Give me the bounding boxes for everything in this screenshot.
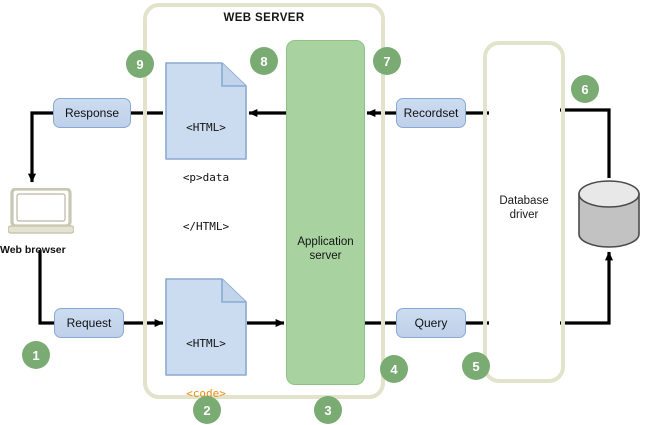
doc-line: <HTML> <box>186 121 226 134</box>
arrow-dbdriver-to-database <box>560 251 613 325</box>
document-shape-icon <box>165 62 247 160</box>
database-driver-container <box>483 41 565 383</box>
step-badge-2[interactable]: 2 <box>193 396 221 424</box>
database-driver-label: Database driver <box>483 194 565 222</box>
step-badge-9[interactable]: 9 <box>126 50 154 78</box>
arrow-browser-to-request <box>38 250 54 325</box>
laptop-icon <box>7 187 75 234</box>
arrow-response-to-browser <box>28 111 53 183</box>
step-badge-6[interactable]: 6 <box>571 75 599 103</box>
recordset-node[interactable]: Recordset <box>396 98 466 128</box>
step-badge-7[interactable]: 7 <box>373 47 401 75</box>
html-response-document-text: <HTML> <p>data </HTML> <box>165 87 247 269</box>
doc-line-code: <code> <box>186 386 226 400</box>
application-server-label-line1: Application <box>297 236 354 248</box>
doc-line: <HTML> <box>186 337 226 350</box>
arrow-database-to-dbdriver <box>560 108 611 178</box>
web-server-title: WEB SERVER <box>223 12 305 24</box>
database-cylinder-icon[interactable] <box>577 180 641 248</box>
database-icon <box>578 180 640 248</box>
doc-line: <p>data <box>182 170 230 184</box>
web-browser-laptop-icon[interactable] <box>7 187 75 234</box>
step-badge-4[interactable]: 4 <box>380 355 408 383</box>
application-server-label-line2: server <box>309 250 342 262</box>
doc-line: </HTML> <box>182 220 230 233</box>
application-server-label: Application server <box>287 235 364 263</box>
query-node[interactable]: Query <box>396 308 466 338</box>
step-badge-5[interactable]: 5 <box>462 352 490 380</box>
request-node[interactable]: Request <box>54 308 124 338</box>
step-badge-3[interactable]: 3 <box>314 396 342 424</box>
step-badge-1[interactable]: 1 <box>22 341 50 369</box>
web-server-container <box>143 3 385 399</box>
database-driver-label-line1: Database <box>499 195 549 207</box>
html-source-document[interactable]: <HTML> <code> </HTML> <box>165 278 247 400</box>
html-response-document[interactable]: <HTML> <p>data </HTML> <box>165 62 247 233</box>
application-server-node[interactable]: Application server <box>286 40 365 385</box>
web-browser-label: Web browser <box>0 244 66 256</box>
response-node[interactable]: Response <box>53 98 131 128</box>
step-badge-8[interactable]: 8 <box>250 47 278 75</box>
html-source-document-text: <HTML> <code> </HTML> <box>165 303 247 425</box>
database-driver-label-line2: driver <box>509 209 539 221</box>
document-shape-icon <box>165 278 247 376</box>
